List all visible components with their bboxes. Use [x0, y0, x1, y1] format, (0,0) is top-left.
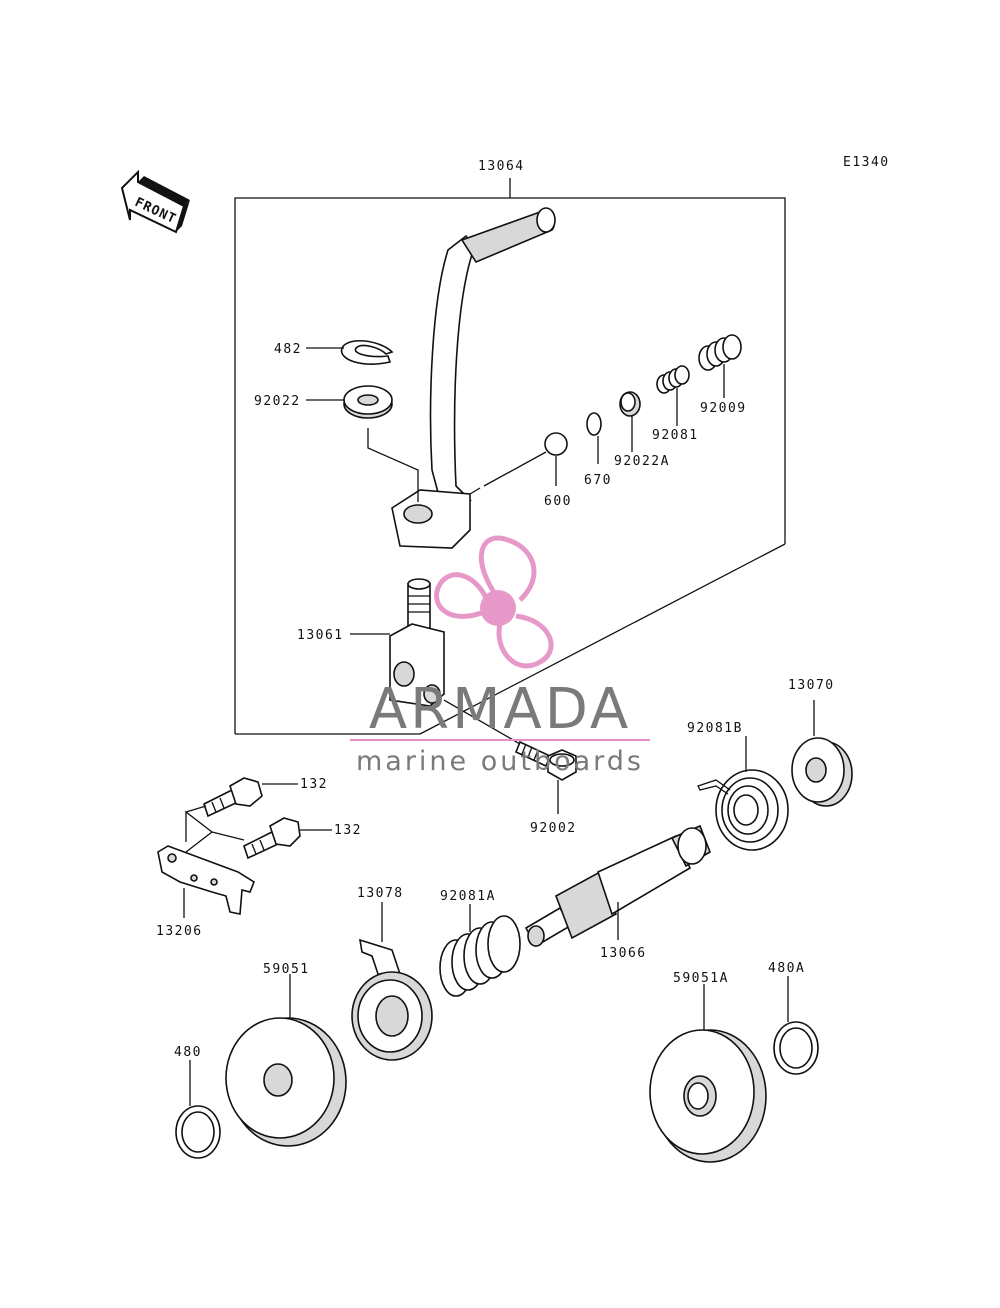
label-13061: 13061 [297, 628, 344, 643]
label-92081: 92081 [652, 428, 699, 443]
label-13206: 13206 [156, 924, 203, 939]
part-13070-collar [791, 737, 853, 807]
part-13066-shaft [524, 824, 711, 948]
label-92081B: 92081B [687, 721, 743, 736]
label-92022A: 92022A [614, 454, 670, 469]
part-59051A-gear [649, 1029, 767, 1163]
label-480A: 480A [768, 961, 805, 976]
part-92081B-spring [697, 769, 789, 851]
label-132-upper: 132 [300, 777, 328, 792]
part-132-bolt-upper [203, 777, 263, 818]
part-59051-gear [225, 1017, 347, 1147]
part-92022-washer [343, 385, 393, 419]
part-600-ball [544, 432, 568, 456]
label-59051: 59051 [263, 962, 310, 977]
label-92009: 92009 [700, 401, 747, 416]
part-92081-spring [656, 365, 690, 394]
part-13206-plate [157, 845, 255, 915]
part-13078-ratchet [351, 938, 433, 1061]
part-92022A-washer [619, 391, 641, 417]
kick-pedal-arm [391, 207, 556, 549]
part-480-circlip [175, 1105, 221, 1159]
armada-logo-icon [434, 535, 554, 669]
watermark-tagline: marine outboards [356, 746, 644, 777]
part-92002-bolt [514, 740, 577, 781]
part-92009-spring [698, 334, 742, 371]
part-132-bolt-lower [243, 817, 301, 860]
label-13064: 13064 [478, 159, 525, 174]
label-480: 480 [174, 1045, 202, 1060]
label-13066: 13066 [600, 946, 647, 961]
assembly-box-13064 [234, 178, 786, 735]
label-59051A: 59051A [673, 971, 729, 986]
label-92081A: 92081A [440, 889, 496, 904]
label-670: 670 [584, 473, 612, 488]
watermark-brand: ARMADA [369, 677, 631, 742]
part-482-clip [340, 340, 394, 365]
front-arrow-icon: FRONT [120, 169, 190, 234]
part-670-ring [586, 412, 602, 436]
label-13078: 13078 [357, 886, 404, 901]
part-13061-lever [389, 578, 445, 707]
part-480A-circlip [773, 1021, 819, 1075]
part-92081A-spring [439, 915, 521, 997]
diagram-ref-code: E1340 [843, 155, 890, 170]
label-92022: 92022 [254, 394, 301, 409]
label-13070: 13070 [788, 678, 835, 693]
label-482: 482 [274, 342, 302, 357]
label-132-lower: 132 [334, 823, 362, 838]
label-92002: 92002 [530, 821, 577, 836]
label-600: 600 [544, 494, 572, 509]
